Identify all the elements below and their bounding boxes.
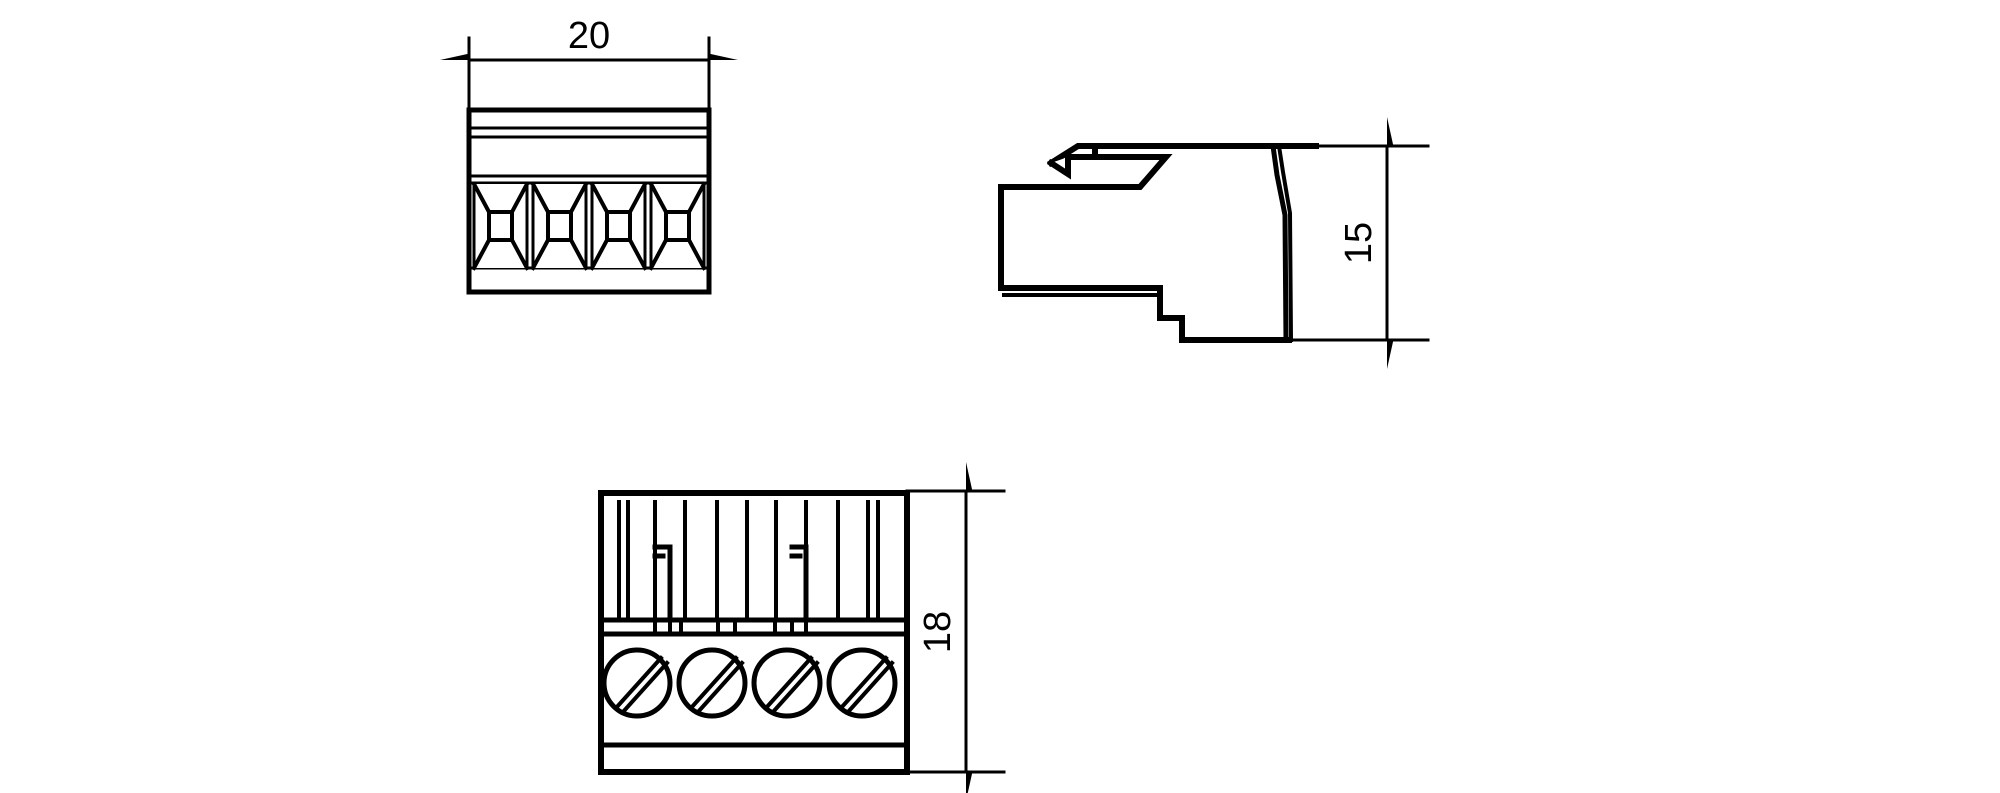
screw-slot-line-2b bbox=[695, 660, 745, 715]
side-view-left-flange bbox=[998, 184, 1163, 291]
bottom-view-clamping-screw-3 bbox=[751, 647, 823, 719]
side-view-latch-hook-barb bbox=[1046, 154, 1071, 180]
dimension-value-18: 18 bbox=[917, 611, 959, 653]
front-view-conductor-opening-4 bbox=[648, 181, 707, 271]
front-view-conductor-opening-1 bbox=[471, 181, 530, 271]
bottom-view-clamping-screw-1 bbox=[601, 647, 673, 719]
bottom-view-polarisation-slot-left bbox=[652, 544, 673, 623]
screw-slot-line-4a bbox=[838, 655, 889, 711]
side-view bbox=[998, 143, 1430, 343]
bottom-view-band-dividers bbox=[653, 618, 808, 636]
side-view-tapered-rear-wall bbox=[1270, 143, 1289, 343]
bottom-view bbox=[598, 489, 1006, 775]
bottom-view-comb-fins bbox=[617, 500, 880, 622]
bottom-view-polarisation-slot-right bbox=[789, 544, 809, 623]
screw-slot-line-3b bbox=[770, 660, 820, 715]
side-view-latch-arm-lower bbox=[1089, 154, 1173, 190]
front-view-conductor-opening-3 bbox=[589, 181, 648, 271]
screw-slot-line-3a bbox=[763, 655, 814, 711]
screw-slot-line-2a bbox=[688, 655, 739, 711]
dimension-value-15: 15 bbox=[1338, 222, 1380, 264]
side-view-tapered-rear-wall-inner bbox=[1276, 143, 1294, 343]
width-dimension-20: 20 bbox=[440, 15, 738, 67]
screw-slot-line-4b bbox=[845, 660, 895, 715]
screw-slot-line-1b bbox=[620, 660, 670, 715]
bottom-view-clamping-screw-4 bbox=[826, 647, 898, 719]
height-dimension-15: 15 bbox=[1338, 117, 1394, 369]
dimension-value-20: 20 bbox=[568, 15, 610, 57]
depth-dimension-18: 18 bbox=[917, 462, 973, 793]
side-view-stepped-foot bbox=[1157, 285, 1292, 343]
front-view bbox=[466, 36, 712, 295]
screw-slot-line-1a bbox=[613, 655, 664, 711]
bottom-view-clamping-screw-2 bbox=[676, 647, 748, 719]
front-view-conductor-opening-2 bbox=[530, 181, 589, 271]
